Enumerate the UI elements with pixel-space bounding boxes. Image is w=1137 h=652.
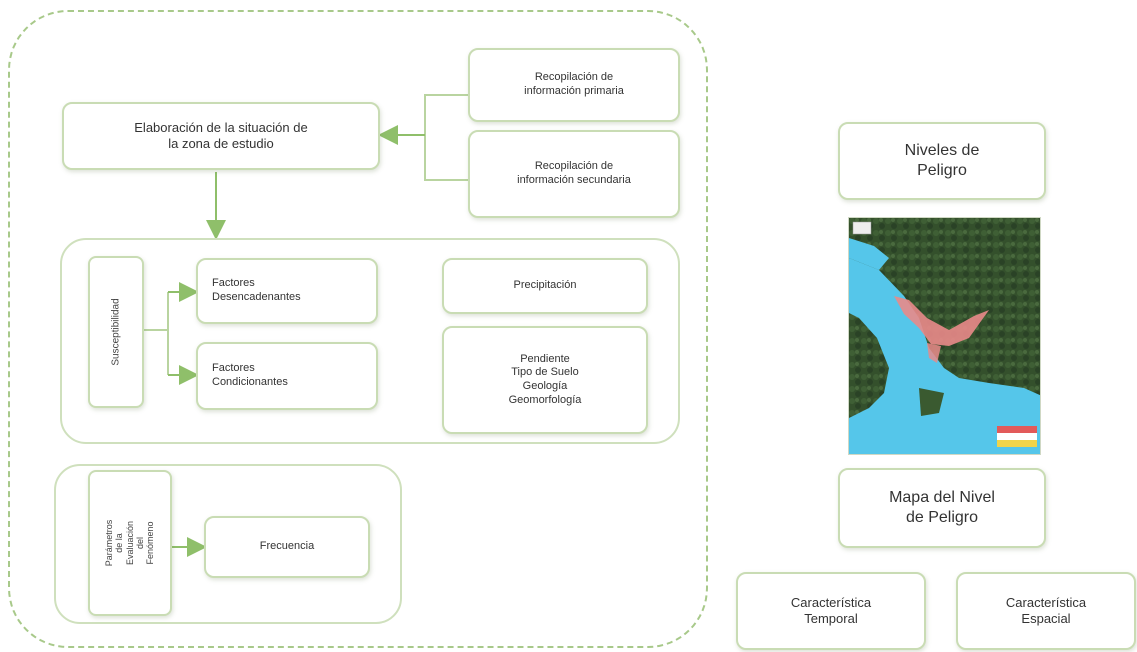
hazard-map-graphic	[849, 218, 1040, 454]
box-factores-condicionantes: Factores Condicionantes	[196, 342, 378, 410]
box-recopilacion-secundaria: Recopilación de información secundaria	[468, 130, 680, 218]
box-niveles-peligro: Niveles de Peligro	[838, 122, 1046, 200]
group-susceptibilidad	[60, 238, 680, 444]
label-parametros: Parámetros de la Evaluación del Fenómeno	[104, 519, 156, 567]
map-hazard-zone-south	[927, 343, 941, 363]
map-water-north	[849, 238, 889, 270]
box-recopilacion-primaria: Recopilación de información primaria	[468, 48, 680, 122]
map-hazard-zone	[894, 296, 989, 346]
connector-primaria	[424, 94, 470, 181]
box-susceptibilidad: Susceptibilidad	[88, 256, 144, 408]
box-mapa-nivel-peligro: Mapa del Nivel de Peligro	[838, 468, 1046, 548]
map-inset	[852, 221, 872, 235]
legend-medium	[997, 433, 1037, 440]
map-island	[919, 388, 944, 416]
box-parametros: Parámetros de la Evaluación del Fenómeno	[88, 470, 172, 616]
legend-high	[997, 426, 1037, 433]
box-frecuencia: Frecuencia	[204, 516, 370, 578]
process-container	[8, 10, 708, 648]
hazard-map-image	[848, 217, 1041, 455]
box-caracteristica-espacial: Característica Espacial	[956, 572, 1136, 650]
box-caracteristica-temporal: Característica Temporal	[736, 572, 926, 650]
box-precipitacion: Precipitación	[442, 258, 648, 314]
box-factores-desencadenantes: Factores Desencadenantes	[196, 258, 378, 324]
connector-susceptibilidad	[144, 292, 169, 375]
box-pendiente-suelo-geologia: Pendiente Tipo de Suelo Geología Geomorf…	[442, 326, 648, 434]
box-elaboracion: Elaboración de la situación de la zona d…	[62, 102, 380, 170]
group-parametros	[54, 464, 402, 624]
map-water	[849, 258, 1040, 454]
label-susceptibilidad: Susceptibilidad	[110, 298, 122, 366]
legend-low	[997, 440, 1037, 447]
